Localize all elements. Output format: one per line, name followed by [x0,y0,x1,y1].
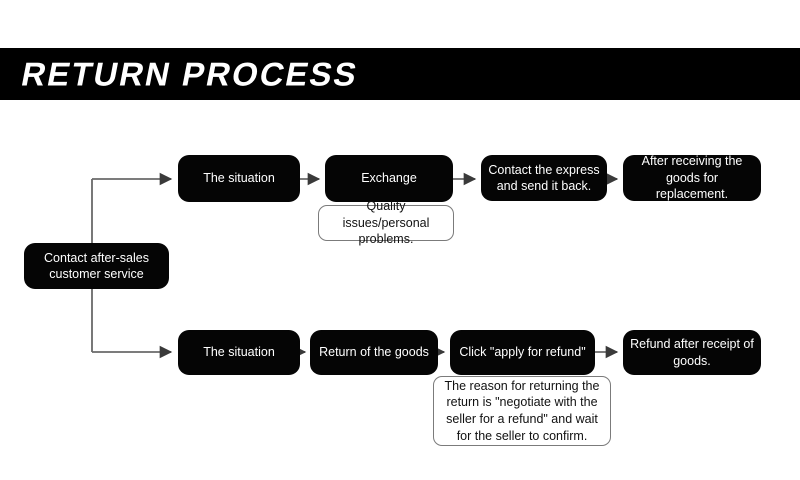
note-quality-issues: Quality issues/personal problems. [318,199,454,246]
title-banner: RETURN PROCESS [0,48,800,100]
note-refund-reason: The reason for returning the return is "… [433,376,611,446]
node-refund-after-receipt[interactable]: Refund after receipt of goods. [623,330,761,375]
node-exchange-situation[interactable]: The situation [178,155,300,202]
node-contact-after-sales[interactable]: Contact after-sales customer service [24,243,169,289]
node-click-apply-for-refund[interactable]: Click "apply for refund" [450,330,595,375]
page-title: RETURN PROCESS [18,55,362,93]
node-after-receiving-goods[interactable]: After receiving the goods for replacemen… [623,154,761,201]
node-return-of-goods[interactable]: Return of the goods [310,330,438,375]
node-refund-situation[interactable]: The situation [178,330,300,375]
node-contact-express[interactable]: Contact the express and send it back. [481,155,607,201]
node-exchange[interactable]: Exchange [325,155,453,202]
